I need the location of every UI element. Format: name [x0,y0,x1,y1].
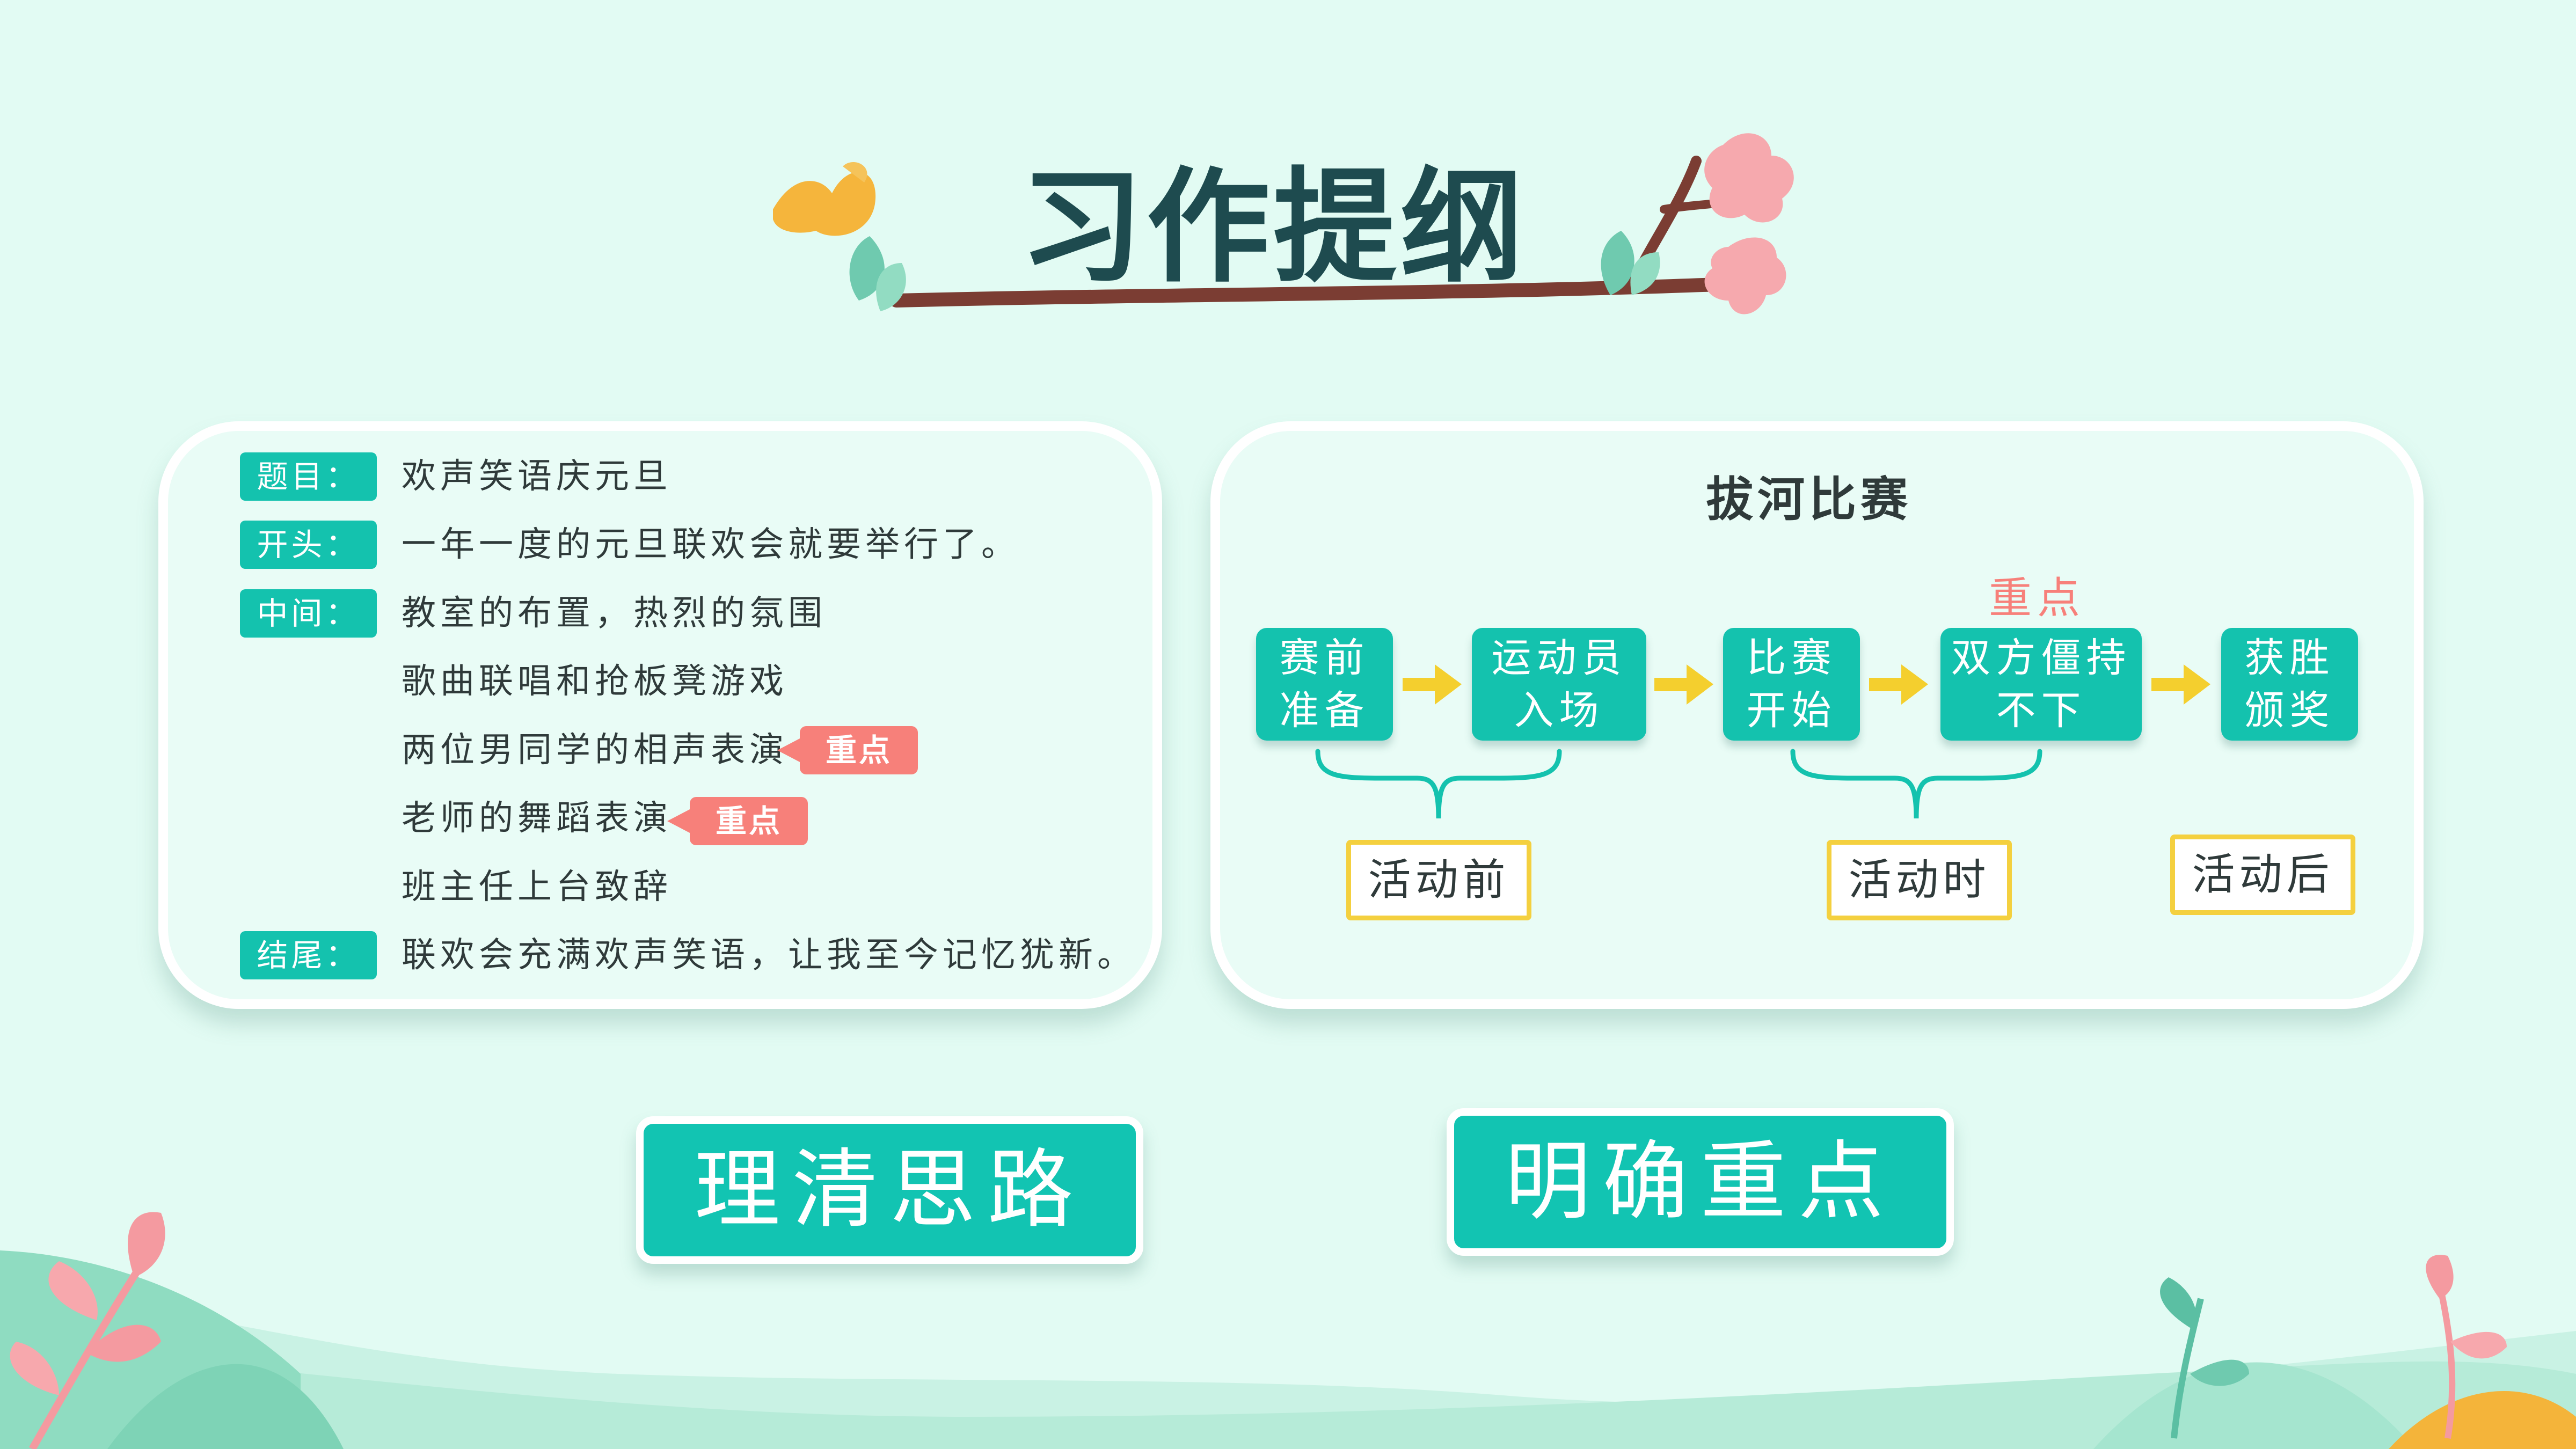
flower-branch-icon [773,133,1794,314]
step-line: 入场 [1514,687,1604,734]
outline-title-text: 欢声笑语庆元旦 [402,457,672,496]
brace-before [1315,749,1562,819]
step-line: 比赛 [1746,635,1837,681]
tag-title: 题目： [240,452,377,501]
middle-line-3: 两位男同学的相声表演 [402,730,788,770]
step-line: 不下 [1996,687,2086,734]
leaf-icon [2160,1255,2507,1439]
step-line: 赛前 [1279,635,1370,681]
outline-ending-text: 联欢会充满欢声笑语，让我至今记忆犹新。 [402,935,1136,975]
step-line: 开始 [1746,687,1837,734]
middle-line-4: 老师的舞蹈表演 [402,799,672,838]
identify-focus-button[interactable]: 明确重点 [1447,1108,1954,1256]
leaf-icon [10,1212,165,1449]
phase-before: 活动前 [1346,840,1531,920]
key-badge: 重点 [667,797,808,845]
outline-card [158,421,1162,1009]
tag-opening: 开头： [240,521,377,569]
step-line: 获胜 [2244,635,2335,681]
flow-step-award: 获胜颁奖 [2221,628,2358,741]
tag-middle: 中间： [240,589,377,638]
page-title: 习作提纲 [1020,156,1527,299]
middle-line-1: 教室的布置，热烈的氛围 [402,594,827,633]
step-line: 双方僵持 [1951,635,2132,681]
arrow-right-icon [2151,664,2210,705]
arrow-right-icon [1654,664,1713,705]
key-badge: 重点 [777,726,918,774]
tag-ending: 结尾： [240,931,377,979]
step-line: 准备 [1279,687,1370,734]
flow-title: 拔河比赛 [1705,471,1912,527]
flow-step-entry: 运动员入场 [1472,628,1646,741]
flow-step-start: 比赛开始 [1723,628,1860,741]
key-label: 重点 [1989,573,2085,623]
step-line: 颁奖 [2244,687,2335,734]
brace-during [1790,749,2042,819]
phase-during: 活动时 [1827,840,2012,920]
clarify-thinking-button[interactable]: 理清思路 [636,1116,1143,1264]
flow-step-stalemate: 双方僵持不下 [1940,628,2142,741]
middle-line-2: 歌曲联唱和抢板凳游戏 [402,662,788,701]
step-line: 运动员 [1491,635,1627,681]
outline-opening-text: 一年一度的元旦联欢会就要举行了。 [402,525,1020,565]
arrow-right-icon [1403,664,1462,705]
arrow-right-icon [1869,664,1928,705]
flow-step-prep: 赛前准备 [1256,628,1393,741]
middle-line-5: 班主任上台致辞 [402,867,672,907]
phase-after: 活动后 [2170,835,2355,915]
